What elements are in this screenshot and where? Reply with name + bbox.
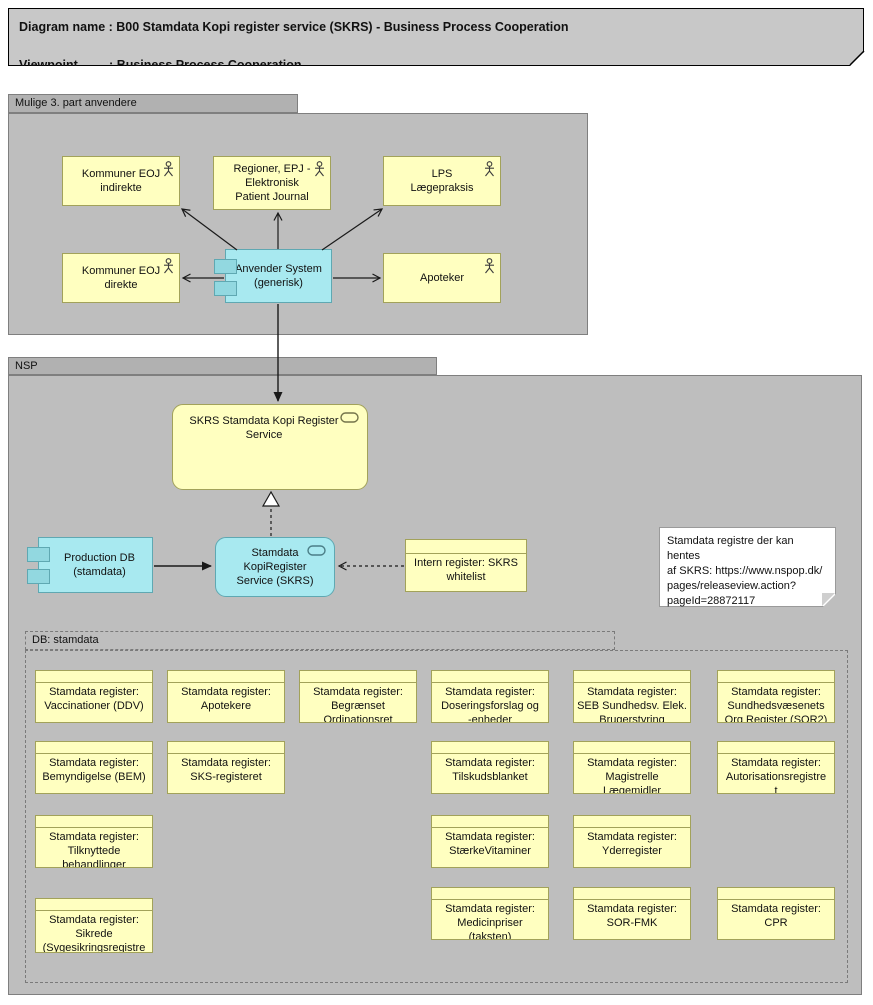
register-label: Stamdata register: Magistrelle Lægemidle… — [587, 757, 677, 794]
register-begraenset-ordinationsret[interactable]: Stamdata register: Begrænset Ordinations… — [299, 670, 417, 723]
service-stamdata-kopiregister-skrs[interactable]: Stamdata KopiRegister Service (SKRS) — [215, 537, 335, 597]
register-staerkevitaminer[interactable]: Stamdata register: StærkeVitaminer — [431, 815, 549, 868]
register-cpr[interactable]: Stamdata register: CPR — [717, 887, 835, 940]
service-icon — [307, 545, 326, 560]
group-tab-nsp[interactable]: NSP — [8, 357, 437, 375]
component-production-db[interactable]: Production DB (stamdata) — [27, 537, 153, 593]
register-label: Stamdata register: Doseringsforslag og -… — [441, 686, 539, 723]
actor-label: Regioner, EPJ - Elektronisk Patient Jour… — [233, 163, 311, 203]
actor-label: LPS Lægepraksis — [410, 168, 474, 194]
actor-label: Kommuner EOJ indirekte — [81, 168, 161, 194]
register-label: Stamdata register: Bemyndigelse (BEM) — [42, 757, 146, 783]
register-label: Stamdata register: Medicinpriser (takste… — [445, 903, 535, 940]
group-tab-mulige-3-part-anvendere[interactable]: Mulige 3. part anvendere — [8, 94, 298, 113]
register-label: Stamdata register: Autorisationsregistre… — [725, 757, 827, 794]
register-label: Stamdata register: SEB Sundhedsv. Elek. … — [577, 686, 687, 723]
register-label: Stamdata register: Sikrede (Sygesikrings… — [42, 914, 146, 953]
note-skrs-registre-link[interactable]: Stamdata registre der kan hentes af SKRS… — [659, 527, 836, 607]
actor-kommuner-eoj-direkte[interactable]: Kommuner EOJ direkte — [62, 253, 180, 303]
actor-icon — [163, 258, 174, 278]
object-label: Intern register: SKRS whitelist — [414, 557, 518, 583]
actor-icon — [484, 161, 495, 181]
diagram-title-block: Diagram name : B00 Stamdata Kopi registe… — [8, 8, 864, 66]
service-label: SKRS Stamdata Kopi Register Service — [189, 415, 339, 441]
register-label: Stamdata register: SKS-registeret — [181, 757, 271, 783]
register-sks-registeret[interactable]: Stamdata register: SKS-registeret — [167, 741, 285, 794]
service-label: Stamdata KopiRegister Service (SKRS) — [236, 547, 314, 587]
register-magistrelle-laegemidler[interactable]: Stamdata register: Magistrelle Lægemidle… — [573, 741, 691, 794]
actor-regioner-epj[interactable]: Regioner, EPJ - Elektronisk Patient Jour… — [213, 156, 331, 210]
register-sor-fmk[interactable]: Stamdata register: SOR-FMK — [573, 887, 691, 940]
register-medicinpriser-taksten[interactable]: Stamdata register: Medicinpriser (takste… — [431, 887, 549, 940]
group-label: NSP — [15, 360, 38, 372]
component-anvender-system[interactable]: Anvender System (generisk) — [214, 249, 332, 303]
register-label: Stamdata register: Tilskudsblanket — [445, 757, 535, 783]
register-seb-brugerstyring[interactable]: Stamdata register: SEB Sundhedsv. Elek. … — [573, 670, 691, 723]
register-label: Stamdata register: Sundhedsvæsenets Org … — [724, 686, 828, 723]
group-label: DB: stamdata — [32, 634, 99, 646]
register-label: Stamdata register: Tilknyttede behandlin… — [49, 831, 139, 868]
component-port-icon — [214, 281, 237, 296]
register-apotekere[interactable]: Stamdata register: Apotekere — [167, 670, 285, 723]
register-label: Stamdata register: Apotekere — [181, 686, 271, 712]
group-tab-db-stamdata[interactable]: DB: stamdata — [25, 631, 615, 650]
register-doseringsforslag[interactable]: Stamdata register: Doseringsforslag og -… — [431, 670, 549, 723]
component-port-icon — [214, 259, 237, 274]
service-icon — [340, 412, 359, 427]
register-vaccinationer-ddv[interactable]: Stamdata register: Vaccinationer (DDV) — [35, 670, 153, 723]
register-label: Stamdata register: CPR — [731, 903, 821, 929]
register-label: Stamdata register: Begrænset Ordinations… — [313, 686, 403, 723]
component-label: Anvender System (generisk) — [235, 263, 322, 289]
register-yderregister[interactable]: Stamdata register: Yderregister — [573, 815, 691, 868]
actor-icon — [484, 258, 495, 278]
register-bemyndigelse-bem[interactable]: Stamdata register: Bemyndigelse (BEM) — [35, 741, 153, 794]
diagram-title-line2: Viewpoint : Business Process Cooperation — [19, 58, 302, 72]
register-sor2[interactable]: Stamdata register: Sundhedsvæsenets Org … — [717, 670, 835, 723]
note-text: Stamdata registre der kan hentes af SKRS… — [667, 535, 823, 607]
actor-lps-laegepraksis[interactable]: LPS Lægepraksis — [383, 156, 501, 206]
actor-label: Apoteker — [419, 272, 465, 284]
component-port-icon — [27, 569, 50, 584]
service-skrs-stamdata-kopi-register[interactable]: SKRS Stamdata Kopi Register Service — [172, 404, 368, 490]
register-label: Stamdata register: StærkeVitaminer — [445, 831, 535, 857]
register-label: Stamdata register: SOR-FMK — [587, 903, 677, 929]
register-label: Stamdata register: Yderregister — [587, 831, 677, 857]
group-label: Mulige 3. part anvendere — [15, 97, 137, 109]
group-body-db-stamdata[interactable] — [25, 650, 848, 983]
register-autorisationsregistret[interactable]: Stamdata register: Autorisationsregistre… — [717, 741, 835, 794]
component-port-icon — [27, 547, 50, 562]
register-tilskudsblanket[interactable]: Stamdata register: Tilskudsblanket — [431, 741, 549, 794]
actor-kommuner-eoj-indirekte[interactable]: Kommuner EOJ indirekte — [62, 156, 180, 206]
actor-apoteker[interactable]: Apoteker — [383, 253, 501, 303]
actor-label: Kommuner EOJ direkte — [81, 265, 161, 291]
actor-icon — [163, 161, 174, 181]
register-label: Stamdata register: Vaccinationer (DDV) — [44, 686, 144, 712]
register-tilknyttede-behandlinger[interactable]: Stamdata register: Tilknyttede behandlin… — [35, 815, 153, 868]
actor-icon — [314, 161, 325, 181]
object-intern-register-skrs-whitelist[interactable]: Intern register: SKRS whitelist — [405, 539, 527, 592]
register-sikrede-sygesikringsregistre[interactable]: Stamdata register: Sikrede (Sygesikrings… — [35, 898, 153, 953]
diagram-title-line1: Diagram name : B00 Stamdata Kopi registe… — [19, 20, 569, 34]
component-label: Production DB (stamdata) — [64, 552, 135, 578]
